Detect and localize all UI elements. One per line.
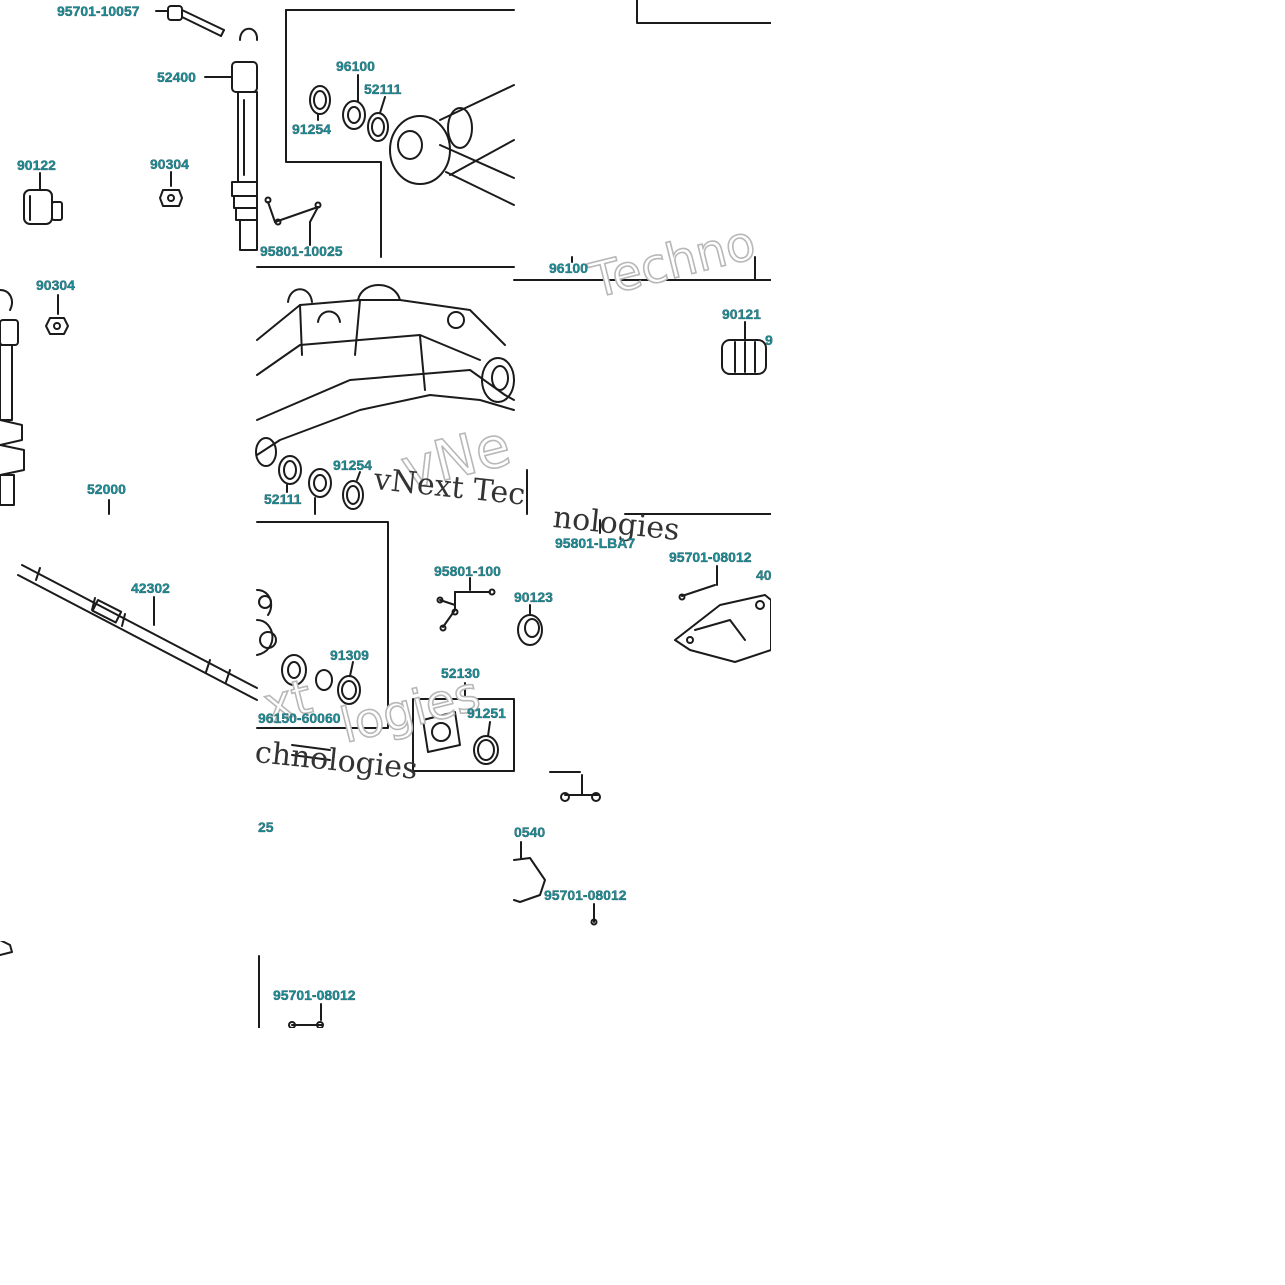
- bolts-95801-100: [436, 588, 496, 632]
- label-91251: 91251: [467, 705, 506, 721]
- label-90304-b: 90304: [36, 277, 75, 293]
- seal-52111: [367, 112, 389, 142]
- label-40-partial: 40: [756, 567, 772, 583]
- label-96150-60060: 96150-60060: [258, 710, 341, 726]
- shock-absorber-52000: [0, 289, 25, 506]
- label-52111-b: 52111: [264, 491, 302, 507]
- label-52400: 52400: [157, 69, 196, 85]
- tile-mask-bottom-left: [0, 771, 257, 941]
- label-91254-b: 91254: [333, 457, 372, 473]
- bearing-96100-c: [308, 468, 332, 498]
- bolts-95701-08012-c: [288, 1003, 324, 1029]
- label-52111-a: 52111: [364, 81, 402, 97]
- bearing-96150-60060: [281, 654, 333, 691]
- label-42302: 42302: [131, 580, 170, 596]
- tile-mask-right: [771, 0, 1285, 1285]
- seal-52111-b: [278, 455, 302, 485]
- bolt-95701-08012-b: [590, 903, 598, 926]
- label-90122: 90122: [17, 157, 56, 173]
- shock-absorber-52400: [231, 27, 259, 251]
- pivot-tube: [389, 84, 515, 206]
- nut-90304-b: [45, 294, 69, 335]
- label-91309: 91309: [330, 647, 369, 663]
- nut-90304-a: [159, 171, 183, 207]
- label-95701-10057: 95701-10057: [57, 3, 140, 19]
- label-90121: 90121: [722, 306, 761, 322]
- cap-90121: [721, 321, 767, 375]
- rear-axle-42302: [17, 564, 258, 701]
- bolts-95801-10025: [264, 196, 322, 246]
- label-95801-LBA7: 95801-LBA7: [555, 535, 636, 551]
- tile-mask-bottom: [0, 1028, 771, 1285]
- label-95701-08012-b: 95701-08012: [544, 887, 627, 903]
- cap-90123: [517, 604, 543, 646]
- bearing-96100: [342, 100, 366, 130]
- label-90304-a: 90304: [150, 156, 189, 172]
- stud-bolt: [291, 744, 331, 761]
- label-0540-partial: 0540: [514, 824, 546, 840]
- label-95801-10025: 95801-10025: [260, 243, 343, 259]
- label-90123: 90123: [514, 589, 553, 605]
- label-96100-a: 96100: [336, 58, 375, 74]
- hub-housing: [256, 589, 277, 656]
- bolts-lower: [549, 771, 601, 802]
- label-95801-100: 95801-100: [434, 563, 501, 579]
- label-95701-08012-a: 95701-08012: [669, 549, 752, 565]
- label-96100-b: 96100: [549, 260, 588, 276]
- label-52130: 52130: [441, 665, 480, 681]
- label-91254-a: 91254: [292, 121, 331, 137]
- label-9-partial: 9: [765, 332, 773, 348]
- plate-0540: [513, 841, 546, 903]
- nut-90122: [23, 172, 63, 225]
- box-52130: [412, 682, 515, 772]
- label-52000: 52000: [87, 481, 126, 497]
- bolt-95701-10057: [167, 5, 225, 37]
- swingarm: [255, 284, 515, 467]
- seal-91254-b: [342, 480, 364, 510]
- seal-91254: [309, 85, 331, 115]
- axle-nut-end: [0, 939, 13, 956]
- label-95701-08012-c: 95701-08012: [273, 987, 356, 1003]
- label-25-partial: 25: [258, 819, 274, 835]
